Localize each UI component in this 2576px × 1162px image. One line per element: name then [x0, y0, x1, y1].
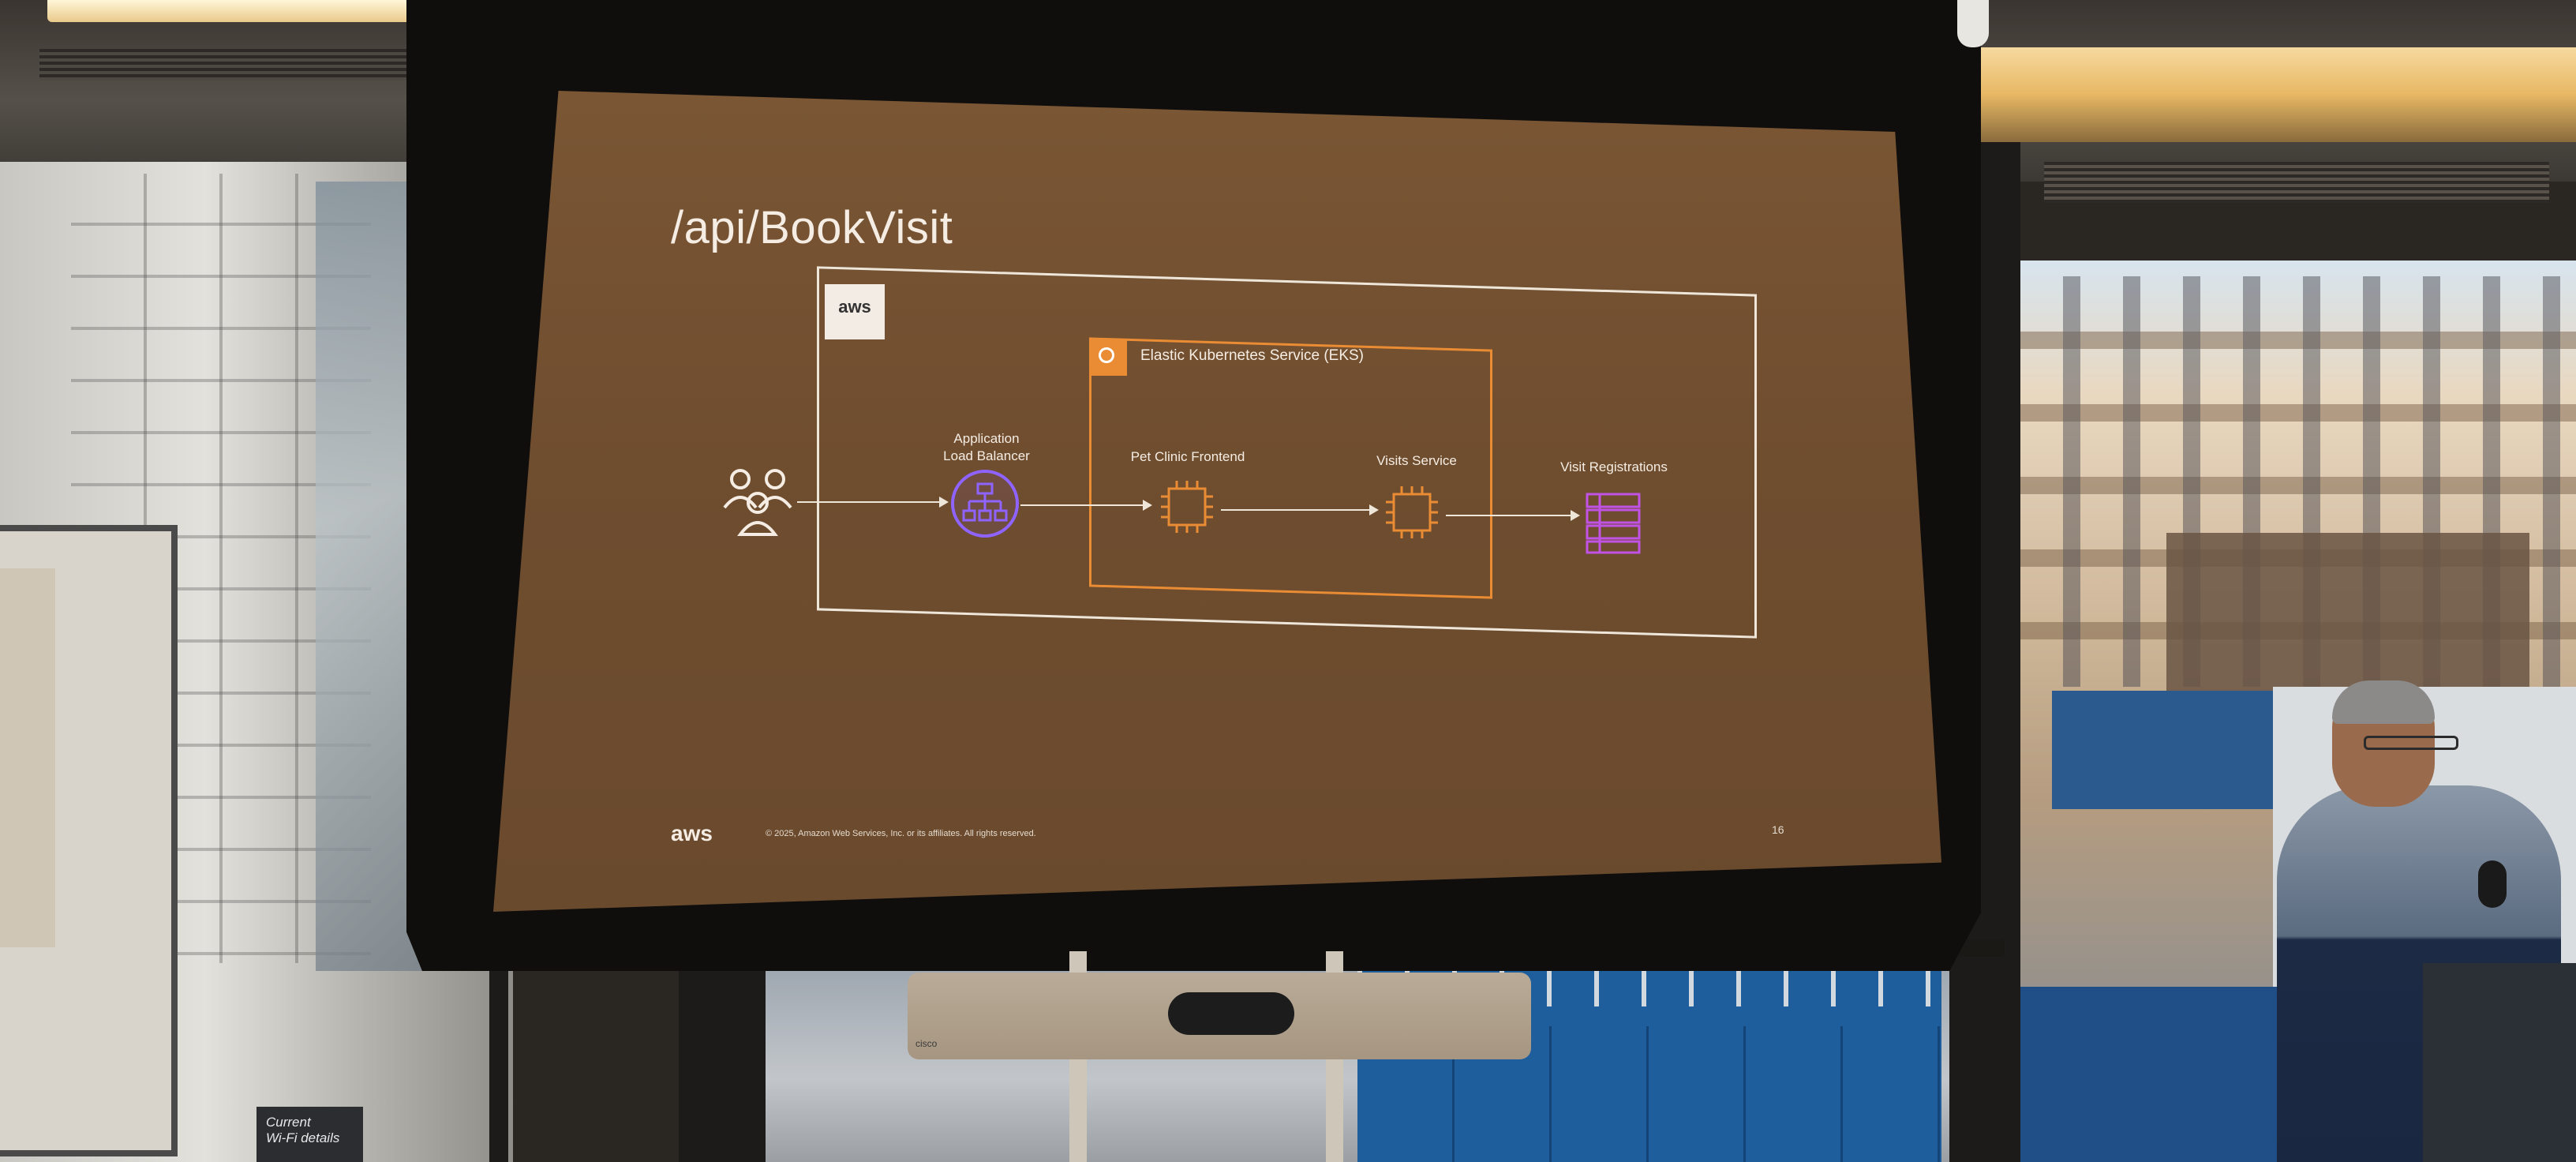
- glasses: [2364, 736, 2458, 750]
- alb-label-line1: Application: [953, 431, 1020, 446]
- slide-page-number: 16: [1772, 823, 1784, 836]
- aws-footer-logo: aws: [671, 821, 713, 845]
- chip-icon: [1161, 481, 1213, 533]
- slide-title: /api/BookVisit: [671, 202, 953, 253]
- visit-registrations-label: Visit Registrations: [1560, 459, 1668, 474]
- screen-housing: [1957, 0, 1989, 47]
- aws-badge: aws: [825, 284, 885, 339]
- load-balancer-icon: [951, 470, 1019, 538]
- users-icon: [723, 469, 792, 536]
- ceiling-light: [1926, 47, 2576, 142]
- frontend-label: Pet Clinic Frontend: [1130, 449, 1245, 464]
- database-table-icon: [1586, 493, 1641, 554]
- window-mullion: [679, 943, 766, 1162]
- alb-label-line2: Load Balancer: [943, 448, 1030, 463]
- eks-icon: [1089, 339, 1127, 376]
- flow-arrow: [797, 497, 949, 508]
- flow-arrow: [1446, 510, 1580, 521]
- microphone: [2478, 860, 2507, 908]
- visits-service-label: Visits Service: [1376, 453, 1457, 468]
- building-block: [2166, 533, 2529, 691]
- projected-slide: /api/BookVisit aws Elastic Kubernetes Se…: [493, 91, 1941, 912]
- camera-brand: cisco: [915, 1038, 938, 1049]
- flow-arrow: [1020, 500, 1152, 511]
- wifi-sign-line1: Current: [266, 1115, 311, 1130]
- copyright-text: © 2025, Amazon Web Services, Inc. or its…: [766, 829, 1036, 838]
- building-block: [2052, 691, 2281, 809]
- wifi-sign: Current Wi-Fi details: [256, 1107, 363, 1162]
- whiteboard-paper: [0, 568, 55, 947]
- podium: [2423, 963, 2576, 1162]
- eks-label: Elastic Kubernetes Service (EKS): [1140, 347, 1365, 364]
- ceiling-vent: [2044, 162, 2549, 203]
- chip-icon: [1386, 486, 1438, 538]
- camera-lens: [1168, 992, 1294, 1035]
- flow-arrow: [1221, 504, 1379, 515]
- wifi-sign-line2: Wi-Fi details: [266, 1130, 340, 1145]
- presenter-hair: [2332, 680, 2435, 724]
